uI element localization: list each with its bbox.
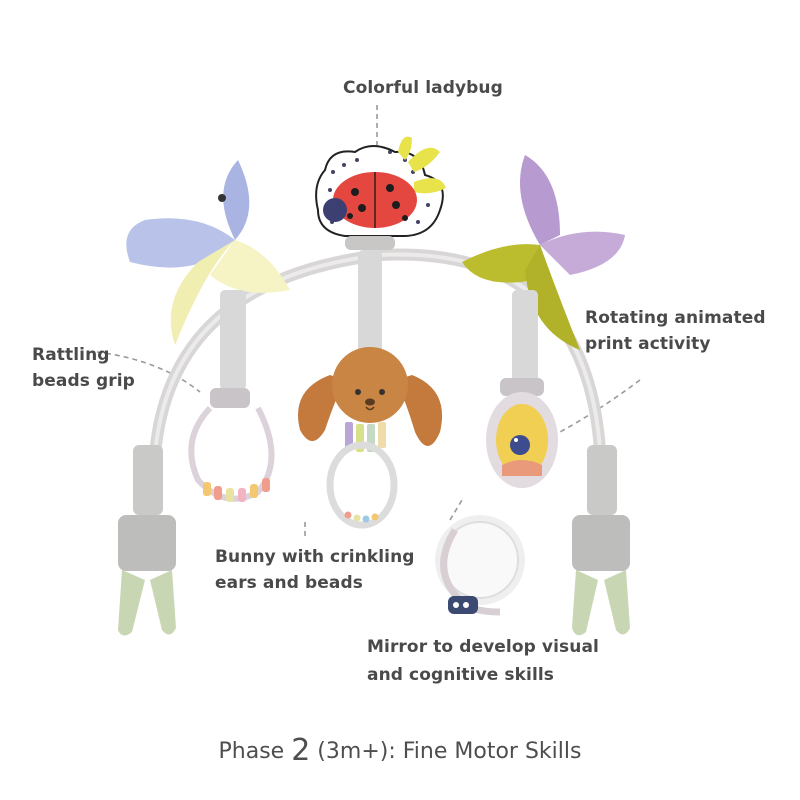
caption-suffix: (3m+): Fine Motor Skills	[310, 739, 582, 764]
rotating-label-line2: print activity	[585, 334, 711, 354]
mirror-label-line1: Mirror to develop visual	[367, 637, 599, 657]
mirror-label-line2: and cognitive skills	[367, 665, 555, 685]
caption-phase-number: 2	[291, 733, 311, 768]
bunny-beads	[344, 511, 379, 523]
ladybug-label: Colorful ladybug	[343, 78, 503, 98]
phase-caption: Phase 2 (3m+): Fine Motor Skills	[0, 733, 800, 768]
rattle-label-line1: Rattling	[32, 345, 110, 365]
left-clip	[118, 445, 176, 636]
mirror-toy	[435, 515, 525, 616]
right-clip	[572, 445, 630, 636]
right-flower	[462, 155, 625, 350]
bunny-label-line1: Bunny with crinkling	[215, 547, 415, 567]
bunny-toy	[298, 250, 443, 529]
leader-rattle	[96, 351, 201, 393]
leader-mirror	[449, 499, 463, 521]
rotating-label-line1: Rotating animated	[585, 308, 766, 328]
rattle-toy	[188, 290, 275, 502]
rattle-label-line2: beads grip	[32, 371, 135, 391]
ladybug-card	[315, 136, 446, 250]
rotating-print-toy	[486, 290, 558, 488]
left-flower	[126, 160, 290, 345]
caption-prefix: Phase	[218, 739, 292, 764]
rattle-beads	[203, 478, 270, 502]
bunny-label-line2: ears and beads	[215, 573, 363, 593]
